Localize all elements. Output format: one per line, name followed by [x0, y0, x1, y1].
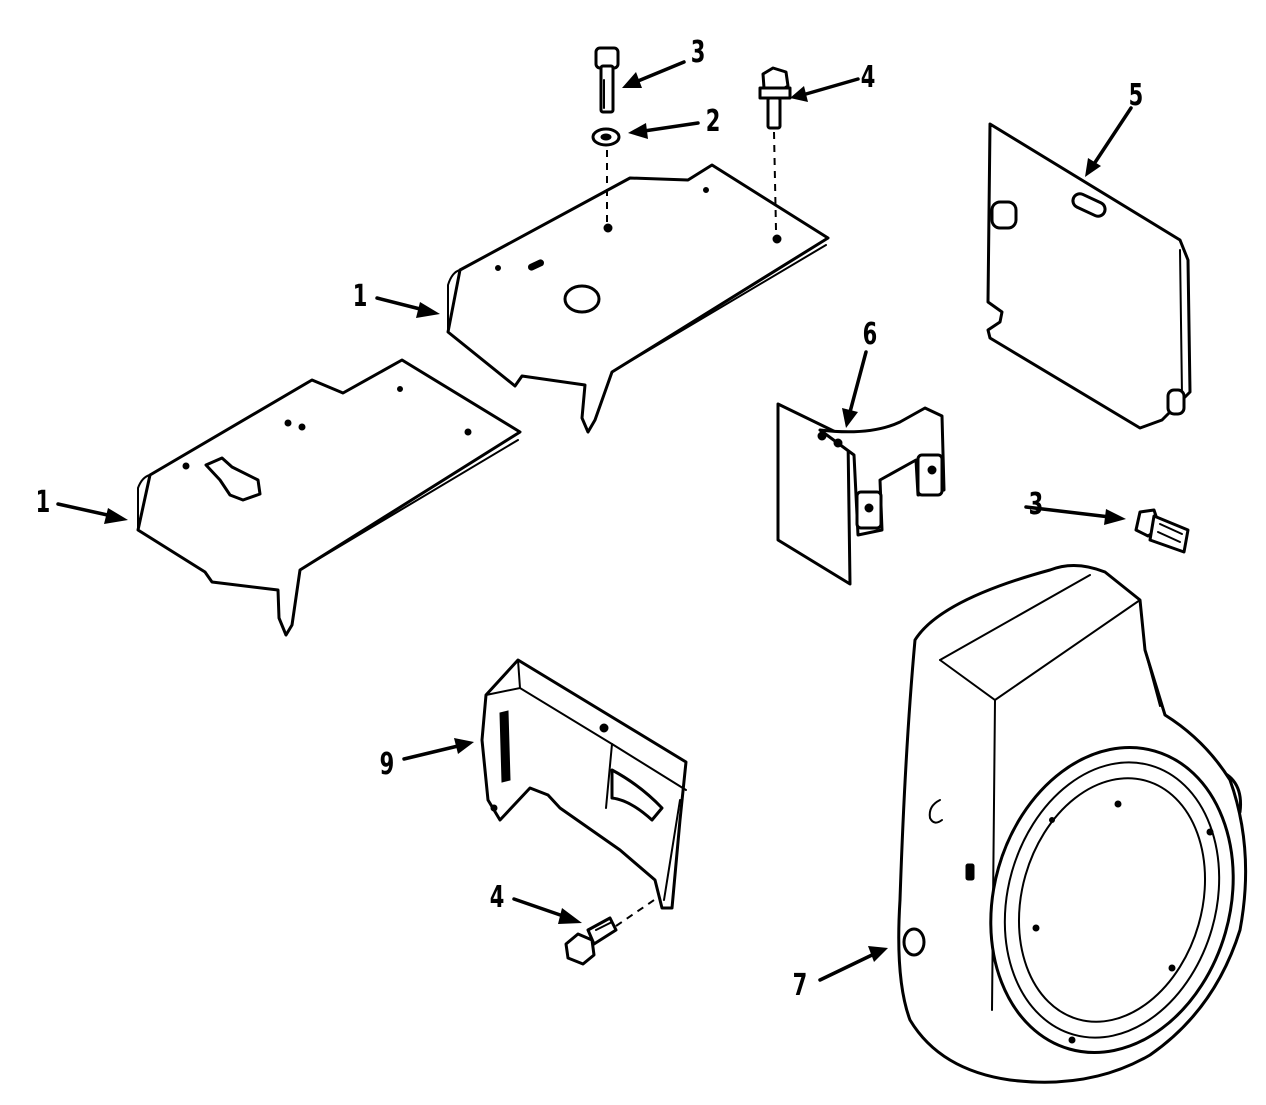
baffle-upper: [446, 163, 830, 434]
callout-label-1-lower: 1: [36, 485, 51, 520]
bracket: [776, 402, 946, 586]
blower-housing: [897, 564, 1248, 1084]
callout-label-4-bottom: 4: [490, 880, 505, 915]
callout-label-9: 9: [380, 747, 395, 782]
callout-label-5: 5: [1129, 78, 1144, 113]
bolt-bottom: [564, 916, 618, 966]
cylinder-shroud: [480, 658, 688, 910]
callout-label-3-top: 3: [691, 35, 706, 70]
baffle-lower: [136, 358, 522, 637]
washer: [591, 127, 621, 147]
bolt-right: [1134, 508, 1190, 554]
bolt-top-left: [594, 46, 620, 114]
side-baffle-plate: [986, 122, 1192, 430]
bolt-top-right: [758, 66, 792, 130]
callout-label-6: 6: [863, 317, 878, 352]
callout-label-3-right: 3: [1029, 487, 1044, 522]
callout-label-2: 2: [706, 104, 721, 139]
callout-label-1-upper: 1: [353, 279, 368, 314]
callout-label-7: 7: [793, 968, 808, 1003]
callout-arrows: [56, 60, 1133, 982]
callout-labels: 1 1 2 3 3 4 4 5 6 7 9: [36, 35, 1144, 1003]
callout-label-4-top: 4: [861, 60, 876, 95]
